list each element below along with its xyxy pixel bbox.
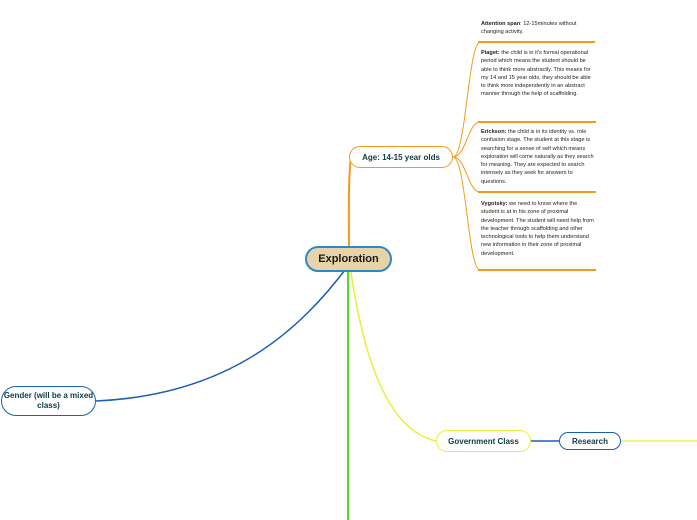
gender-node-label: Gender (will be a mixed class) xyxy=(3,391,94,410)
note-vygotsky[interactable]: Vygotsky: we need to know where the stud… xyxy=(481,201,594,257)
note-erickson[interactable]: Erickson: the child is in its identity v… xyxy=(481,129,594,185)
gov-node-label: Government Class xyxy=(448,436,519,446)
central-node-label: Exploration xyxy=(318,253,379,265)
research-node-label: Research xyxy=(571,436,609,446)
note-underline-1 xyxy=(478,41,595,43)
central-node-exploration[interactable]: Exploration xyxy=(305,246,392,272)
topic-node-government-class[interactable]: Government Class xyxy=(436,430,531,452)
subtopic-node-research[interactable]: Research xyxy=(559,432,621,450)
note-underline-2 xyxy=(478,121,596,123)
gender-branch-line xyxy=(95,265,349,402)
topic-node-age[interactable]: Age: 14-15 year olds xyxy=(349,146,453,168)
note-piaget[interactable]: Piaget: the child is in it's formal oper… xyxy=(481,50,591,98)
gov-branch-line xyxy=(349,265,437,442)
note-connector-3 xyxy=(452,156,481,193)
age-branch-line xyxy=(347,156,352,260)
note-attention-span[interactable]: Attention span: 12-15minutes without cha… xyxy=(481,21,577,36)
note-connector-4 xyxy=(452,156,481,271)
topic-node-gender[interactable]: Gender (will be a mixed class) xyxy=(1,386,96,416)
note-underline-3 xyxy=(478,191,596,193)
note-connector-1 xyxy=(452,41,481,158)
note-connector-2 xyxy=(452,121,481,158)
note-underline-4 xyxy=(478,269,596,271)
age-node-label: Age: 14-15 year olds xyxy=(362,152,440,162)
